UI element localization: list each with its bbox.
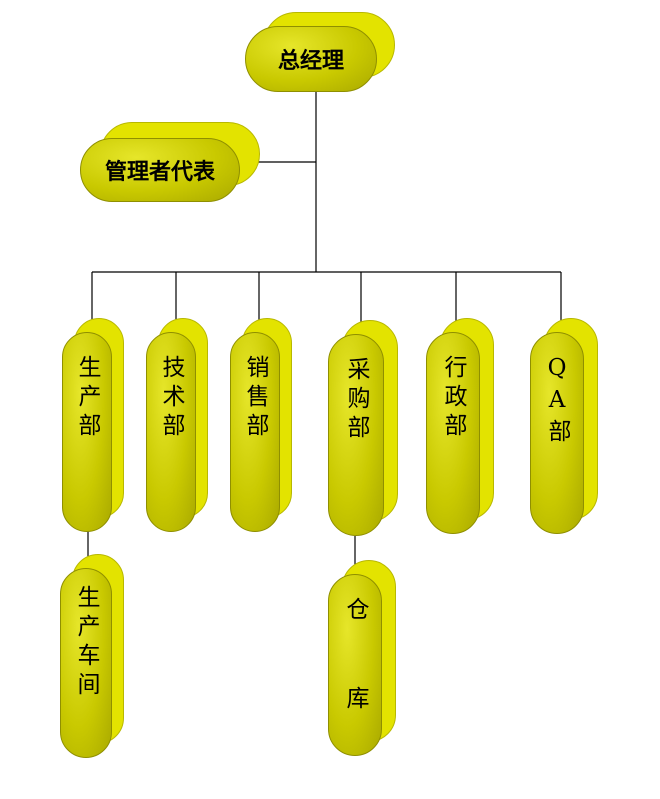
qa-dept-label: QA部 [544,355,570,448]
general-manager-label: 总经理 [277,49,344,74]
production-workshop-label: 生产车间 [73,585,99,701]
node-management-representative: 管理者代表 [80,122,260,202]
technical-dept-label: 技术部 [158,355,184,442]
node-purchasing-dept: 采购部 [328,320,398,536]
management-representative-label: 管理者代表 [104,160,215,185]
admin-dept-label: 行政部 [440,355,466,442]
node-production-dept: 生产部 [62,318,124,532]
node-admin-dept: 行政部 [426,318,494,534]
warehouse-label: 仓 库 [342,597,368,729]
purchasing-dept-label: 采购部 [343,357,369,444]
sales-dept-label: 销售部 [242,355,268,442]
node-technical-dept: 技术部 [146,318,208,532]
node-sales-dept: 销售部 [230,318,292,532]
node-general-manager: 总经理 [245,12,395,92]
node-production-workshop: 生产车间 [60,554,124,758]
production-dept-label: 生产部 [74,355,100,442]
node-qa-dept: QA部 [530,318,598,534]
node-warehouse: 仓 库 [328,560,396,756]
